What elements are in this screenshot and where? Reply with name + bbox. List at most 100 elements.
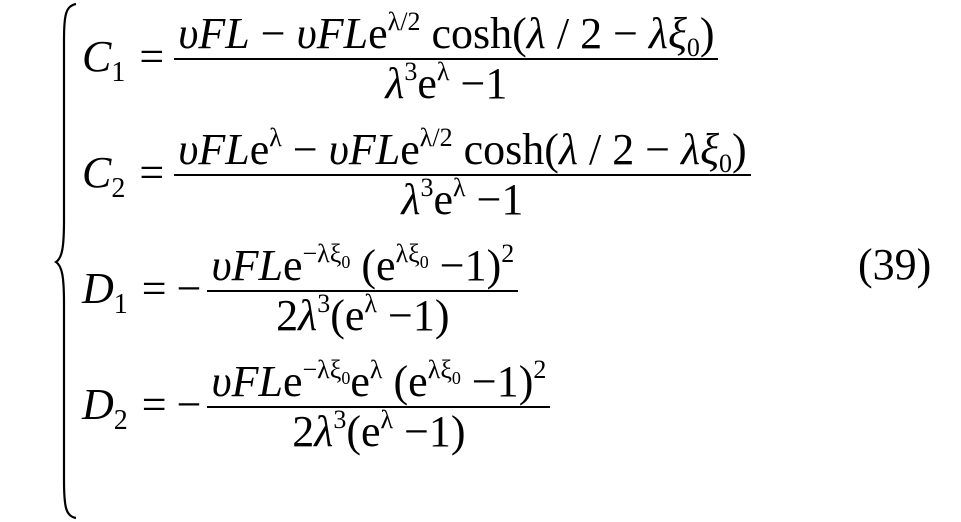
math-segment: −1) xyxy=(428,241,502,290)
math-segment: 0 xyxy=(718,149,732,178)
math-segment: 3 xyxy=(333,405,347,434)
lhs-symbol: D xyxy=(82,380,114,429)
math-segment: λ xyxy=(298,291,318,340)
math-segment: e xyxy=(350,357,370,406)
math-segment: λ xyxy=(269,123,282,152)
math-segment: λξ xyxy=(648,9,687,58)
math-segment: − xyxy=(249,9,297,58)
math-segment: υFL xyxy=(296,9,369,58)
fraction: υFLeλ − υFLeλ/2 cosh(λ / 2 − λξ0)λ3eλ −1 xyxy=(174,122,751,224)
math-segment: / 2 − xyxy=(545,9,649,58)
math-segment: e xyxy=(417,59,437,108)
numerator: υFL − υFLeλ/2 cosh(λ / 2 − λξ0) xyxy=(174,6,718,61)
math-segment: cosh( xyxy=(420,9,527,58)
math-segment: υFL xyxy=(211,241,283,290)
equation-lhs: C2 xyxy=(82,148,125,203)
math-segment: 0 xyxy=(686,33,700,62)
math-segment: (e xyxy=(346,407,381,456)
lhs-symbol: D xyxy=(82,264,114,313)
lhs-subscript: 1 xyxy=(111,57,126,88)
lhs-subscript: 2 xyxy=(113,405,128,436)
minus-sign: − xyxy=(176,380,202,429)
lhs-symbol: C xyxy=(82,148,112,197)
denominator: λ3eλ −1 xyxy=(381,57,511,108)
math-segment: −1) xyxy=(460,357,534,406)
denominator: λ3eλ −1 xyxy=(397,173,527,224)
math-segment: λ xyxy=(526,9,546,58)
lhs-subscript: 2 xyxy=(111,173,126,204)
lhs-subscript: 1 xyxy=(113,289,128,320)
math-segment: λ/2 xyxy=(387,7,421,36)
math-segment: (e xyxy=(382,357,428,406)
math-segment: −λξ xyxy=(302,355,342,384)
math-segment: e xyxy=(282,241,303,290)
numerator: υFLe−λξ0 (eλξ0 −1)2 xyxy=(207,238,518,290)
minus-sign: − xyxy=(176,264,202,313)
math-segment: 0 xyxy=(419,252,429,272)
equals-sign: = xyxy=(139,32,165,81)
math-segment: λ xyxy=(436,57,450,86)
math-segment: 0 xyxy=(341,252,351,272)
equals-sign: = xyxy=(139,148,165,197)
equation-rows: C1=υFL − υFLeλ/2 cosh(λ / 2 − λξ0)λ3eλ −… xyxy=(82,6,751,456)
math-segment: e xyxy=(249,125,270,174)
math-segment: −1) xyxy=(393,407,466,456)
numerator: υFLe−λξ0eλ (eλξ0 −1)2 xyxy=(207,354,550,406)
equation-number: (39) xyxy=(858,240,932,289)
math-segment: ) xyxy=(699,9,715,58)
math-segment: e xyxy=(433,175,453,224)
math-segment: −1) xyxy=(377,291,450,340)
math-segment: λξ xyxy=(395,239,420,268)
math-segment: ) xyxy=(731,125,747,174)
lhs-symbol: C xyxy=(82,32,112,81)
math-segment: e xyxy=(400,125,420,174)
math-segment: λ/2 xyxy=(419,123,453,152)
fraction-bar xyxy=(207,406,551,408)
math-segment: 2 xyxy=(501,239,515,268)
math-segment: −1 xyxy=(449,59,508,108)
math-segment: (e xyxy=(350,241,396,290)
math-segment: λ xyxy=(452,173,466,202)
equation-lhs: D1 xyxy=(82,264,128,319)
math-segment: 0 xyxy=(451,368,461,388)
math-segment: e xyxy=(368,9,388,58)
equals-sign: = xyxy=(141,264,167,313)
math-segment: λ xyxy=(558,125,578,174)
math-segment: 3 xyxy=(317,289,331,318)
fraction: υFL − υFLeλ/2 cosh(λ / 2 − λξ0)λ3eλ −1 xyxy=(174,6,719,108)
math-segment: −1 xyxy=(465,175,524,224)
math-segment: υFL xyxy=(178,9,250,58)
numerator: υFLeλ − υFLeλ/2 cosh(λ / 2 − λξ0) xyxy=(174,122,750,177)
math-segment: λ xyxy=(385,59,405,108)
fraction-bar xyxy=(174,58,719,60)
math-segment: cosh( xyxy=(452,125,559,174)
math-segment: / 2 − xyxy=(578,125,682,174)
math-segment: − xyxy=(281,125,329,174)
math-segment: υFL xyxy=(211,357,283,406)
denominator: 2λ3(eλ −1) xyxy=(272,289,453,340)
equals-sign: = xyxy=(141,380,167,429)
math-segment: λ xyxy=(314,407,334,456)
equation-c1: C1=υFL − υFLeλ/2 cosh(λ / 2 − λξ0)λ3eλ −… xyxy=(82,6,751,108)
math-segment: 2 xyxy=(276,291,299,340)
denominator: 2λ3(eλ −1) xyxy=(288,405,469,456)
math-segment: 3 xyxy=(404,57,418,86)
equation-c2: C2=υFLeλ − υFLeλ/2 cosh(λ / 2 − λξ0)λ3eλ… xyxy=(82,122,751,224)
math-segment: υFL xyxy=(178,125,250,174)
equation-lhs: C1 xyxy=(82,32,125,87)
math-segment: 3 xyxy=(420,173,434,202)
fraction-bar xyxy=(207,290,519,292)
fraction-bar xyxy=(174,174,751,176)
math-segment: λ xyxy=(380,405,394,434)
equation-lhs: D2 xyxy=(82,380,128,435)
math-segment: λξ xyxy=(681,125,719,174)
math-segment: e xyxy=(282,357,303,406)
math-segment: λξ xyxy=(427,355,452,384)
math-segment: (e xyxy=(330,291,365,340)
math-segment: λ xyxy=(364,289,378,318)
math-segment: 2 xyxy=(292,407,315,456)
